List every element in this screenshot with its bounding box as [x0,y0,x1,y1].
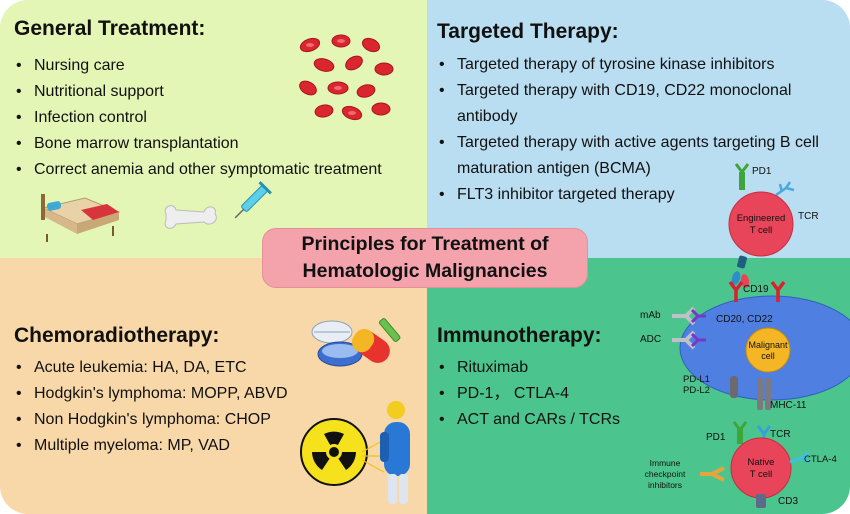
center-title-line2: Hematologic Malignancies [302,260,548,282]
targeted-item: Targeted therapy of tyrosine kinase inhi… [437,52,837,78]
syringe-icon [234,181,272,219]
red-blood-cells-icon [299,34,394,121]
general-item: Infection control [14,105,382,131]
immuno-item: ACT and CARs / TCRs [437,407,620,433]
center-title-box: Principles for Treatment of Hematologic … [262,228,588,288]
targeted-therapy-panel: Targeted Therapy: Targeted therapy of ty… [427,0,850,258]
immunotherapy-title: Immunotherapy: [437,324,602,347]
immuno-item: Rituximab [437,355,620,381]
targeted-item: Targeted therapy with CD19, CD22 monoclo… [437,78,837,130]
general-item: Nursing care [14,53,382,79]
immuno-item: PD-1， CTLA-4 [437,381,620,407]
targeted-item: Targeted therapy with active agents targ… [437,130,837,182]
general-treatment-title: General Treatment: [14,17,206,40]
person-icon [361,401,410,504]
center-title-line1: Principles for Treatment of [301,233,549,255]
chemo-item: Non Hodgkin's lymphoma: CHOP [14,407,288,433]
pills-icon [311,318,401,367]
chemoradiotherapy-list: Acute leukemia: HA, DA, ETCHodgkin's lym… [14,355,288,459]
general-item: Nutritional support [14,79,382,105]
bone-icon [164,205,217,229]
general-item: Bone marrow transplantation [14,131,382,157]
targeted-therapy-list: Targeted therapy of tyrosine kinase inhi… [437,52,837,208]
chemo-item: Hodgkin's lymphoma: MOPP, ABVD [14,381,288,407]
chemo-item: Acute leukemia: HA, DA, ETC [14,355,288,381]
radiation-icon [300,418,368,486]
immunotherapy-list: RituximabPD-1， CTLA-4ACT and CARs / TCRs [437,355,620,433]
chemoradiotherapy-title: Chemoradiotherapy: [14,324,220,347]
immunotherapy-panel: Immunotherapy: RituximabPD-1， CTLA-4ACT … [427,258,850,514]
targeted-item: FLT3 inhibitor targeted therapy [437,182,837,208]
targeted-therapy-title: Targeted Therapy: [437,20,619,43]
general-item: Correct anemia and other symptomatic tre… [14,157,382,183]
hospital-bed-icon [41,194,121,242]
chemoradiotherapy-panel: Chemoradiotherapy: Acute leukemia: HA, D… [0,258,427,514]
general-treatment-list: Nursing careNutritional supportInfection… [14,53,382,183]
chemo-item: Multiple myeloma: MP, VAD [14,433,288,459]
general-treatment-panel: General Treatment: Nursing careNutrition… [0,0,427,258]
